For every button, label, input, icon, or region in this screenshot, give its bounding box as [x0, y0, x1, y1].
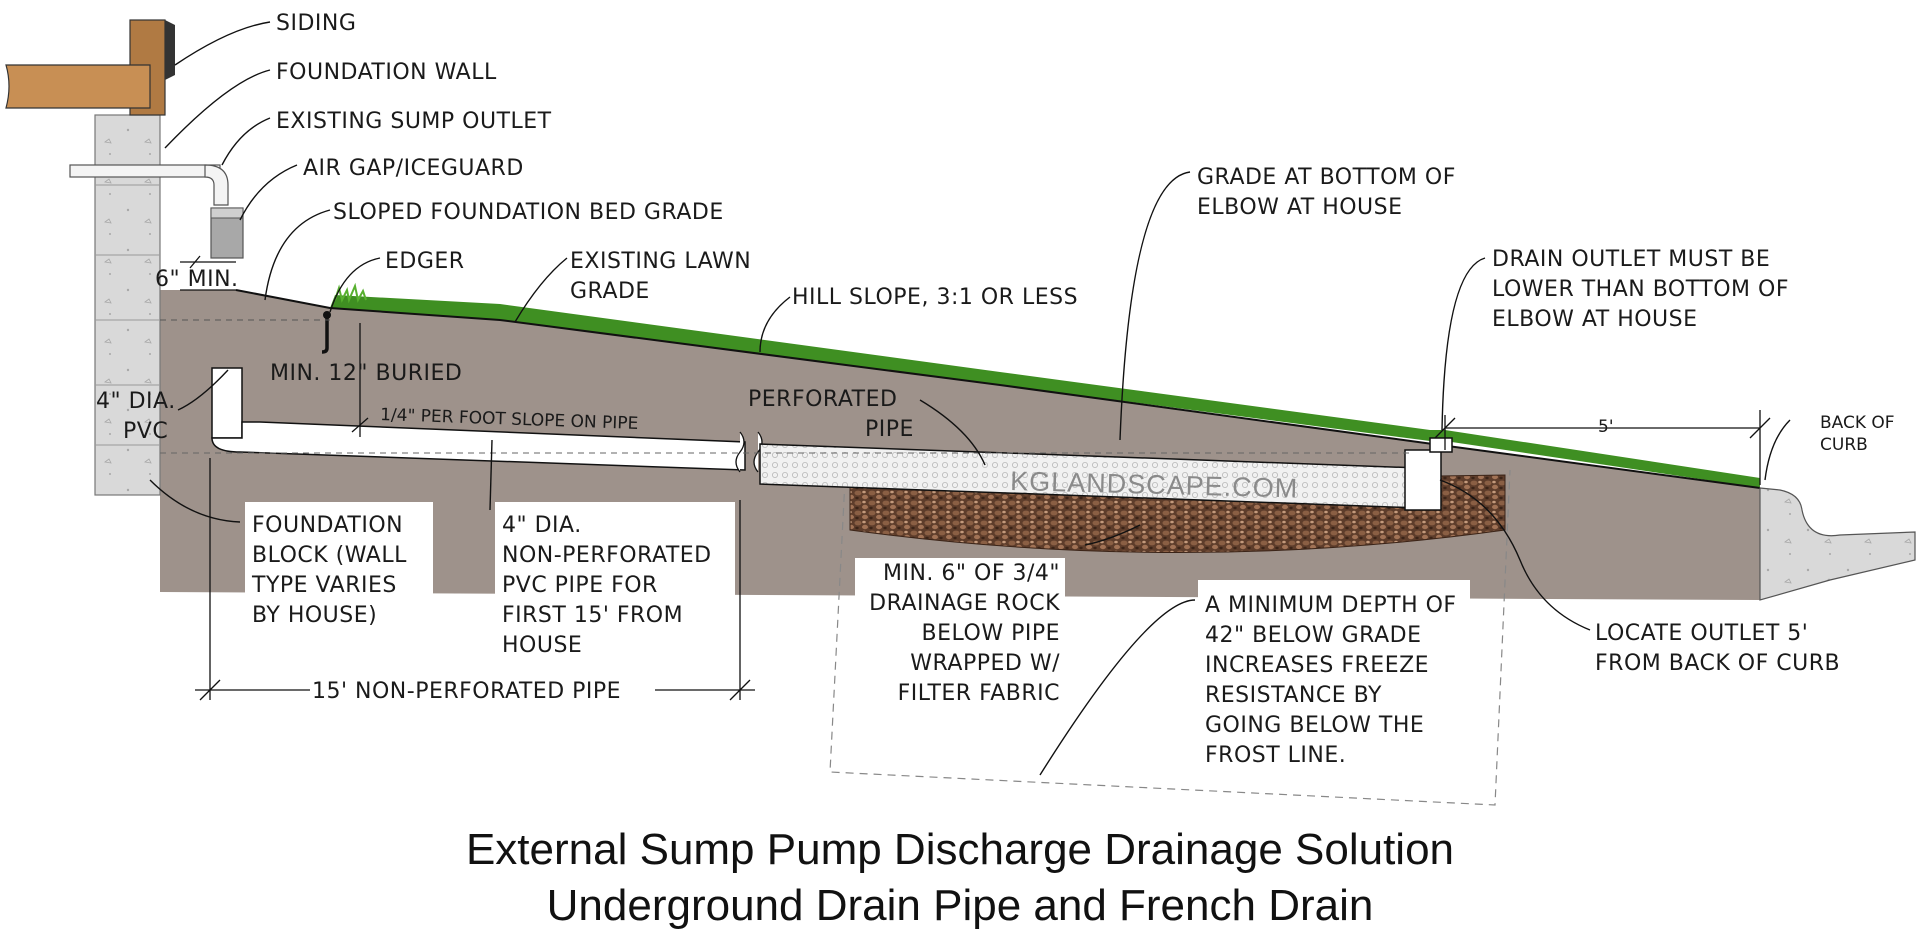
label-grade-bottom-2: ELBOW AT HOUSE: [1197, 195, 1403, 220]
title-line-1: External Sump Pump Discharge Drainage So…: [466, 825, 1454, 874]
label-pvc-dia-2: PVC: [123, 419, 168, 444]
wood-joist: [5, 64, 151, 109]
label-min-depth-6: FROST LINE.: [1205, 743, 1346, 768]
label-6in-min: 6" MIN.: [155, 267, 239, 292]
label-existing-sump-outlet: EXISTING SUMP OUTLET: [276, 109, 552, 134]
label-drain-outlet-2: LOWER THAN BOTTOM OF: [1492, 277, 1789, 302]
label-drain-outlet-1: DRAIN OUTLET MUST BE: [1492, 247, 1770, 272]
label-non-perf-2: NON-PERFORATED: [502, 543, 712, 568]
dimension-6in: [180, 255, 236, 291]
label-back-of-curb-1: BACK OF: [1820, 413, 1895, 433]
dimension-5ft: 5': [1434, 410, 1771, 485]
filter-fabric-outline: [829, 469, 1511, 806]
label-perforated-1: PERFORATED: [748, 387, 897, 412]
dim-5ft-label: 5': [1598, 417, 1614, 437]
label-drain-outlet-3: ELBOW AT HOUSE: [1492, 307, 1698, 332]
label-drainage-rock-1: MIN. 6" OF 3/4": [883, 561, 1060, 586]
non-perforated-pipe: [211, 421, 746, 471]
label-non-perf-3: PVC PIPE FOR: [502, 573, 658, 598]
label-non-perf-1: 4" DIA.: [502, 513, 582, 538]
label-drainage-rock-4: WRAPPED W/: [910, 651, 1060, 676]
label-foundation-block-3: TYPE VARIES: [251, 573, 397, 598]
sump-outlet-pipe: [69, 164, 221, 178]
dim-15ft-label: 15' NON-PERFORATED PIPE: [312, 679, 621, 704]
drain-outlet-cap: [1429, 437, 1453, 453]
label-existing-lawn-1: EXISTING LAWN: [570, 249, 751, 274]
label-air-gap: AIR GAP/ICEGUARD: [303, 156, 524, 181]
label-non-perf-5: HOUSE: [502, 633, 582, 658]
label-min-depth-5: GOING BELOW THE: [1205, 713, 1424, 738]
grade-line: [235, 289, 1761, 489]
dimension-15ft: 15' NON-PERFORATED PIPE: [195, 458, 755, 704]
label-min-depth-3: INCREASES FREEZE: [1205, 653, 1429, 678]
label-foundation-wall: FOUNDATION WALL: [276, 60, 497, 85]
label-min-depth-2: 42" BELOW GRADE: [1205, 623, 1421, 648]
label-perforated-2: PIPE: [865, 417, 914, 442]
label-existing-lawn-2: GRADE: [570, 279, 650, 304]
label-min-buried: MIN. 12" BURIED: [270, 361, 462, 386]
label-locate-outlet-1: LOCATE OUTLET 5': [1595, 621, 1808, 646]
foundation-wall: [94, 114, 161, 496]
label-edger: EDGER: [385, 249, 465, 274]
label-sloped-bed: SLOPED FOUNDATION BED GRADE: [333, 200, 724, 225]
label-pvc-dia-1: 4" DIA.: [96, 389, 176, 414]
edger: [321, 315, 329, 354]
label-siding: SIDING: [276, 11, 356, 36]
label-locate-outlet-2: FROM BACK OF CURB: [1595, 651, 1840, 676]
label-min-depth-1: A MINIMUM DEPTH OF: [1205, 593, 1457, 618]
label-grade-bottom-1: GRADE AT BOTTOM OF: [1197, 165, 1456, 190]
label-drainage-rock-2: DRAINAGE ROCK: [869, 591, 1060, 616]
label-back-of-curb-2: CURB: [1820, 435, 1868, 455]
label-hill-slope: HILL SLOPE, 3:1 OR LESS: [792, 285, 1078, 310]
label-min-depth-4: RESISTANCE BY: [1205, 683, 1382, 708]
lawn-grass: [330, 295, 1760, 488]
label-non-perf-4: FIRST 15' FROM: [502, 603, 683, 628]
label-foundation-block-4: BY HOUSE): [252, 603, 377, 628]
riser-pipe: [211, 367, 243, 439]
label-drainage-rock-3: BELOW PIPE: [922, 621, 1060, 646]
label-foundation-block-2: BLOCK (WALL: [252, 543, 407, 568]
label-drainage-rock-5: FILTER FABRIC: [898, 681, 1060, 706]
title-line-2: Underground Drain Pipe and French Drain: [547, 881, 1374, 930]
curb: [1759, 487, 1916, 601]
label-foundation-block-1: FOUNDATION: [252, 513, 403, 538]
